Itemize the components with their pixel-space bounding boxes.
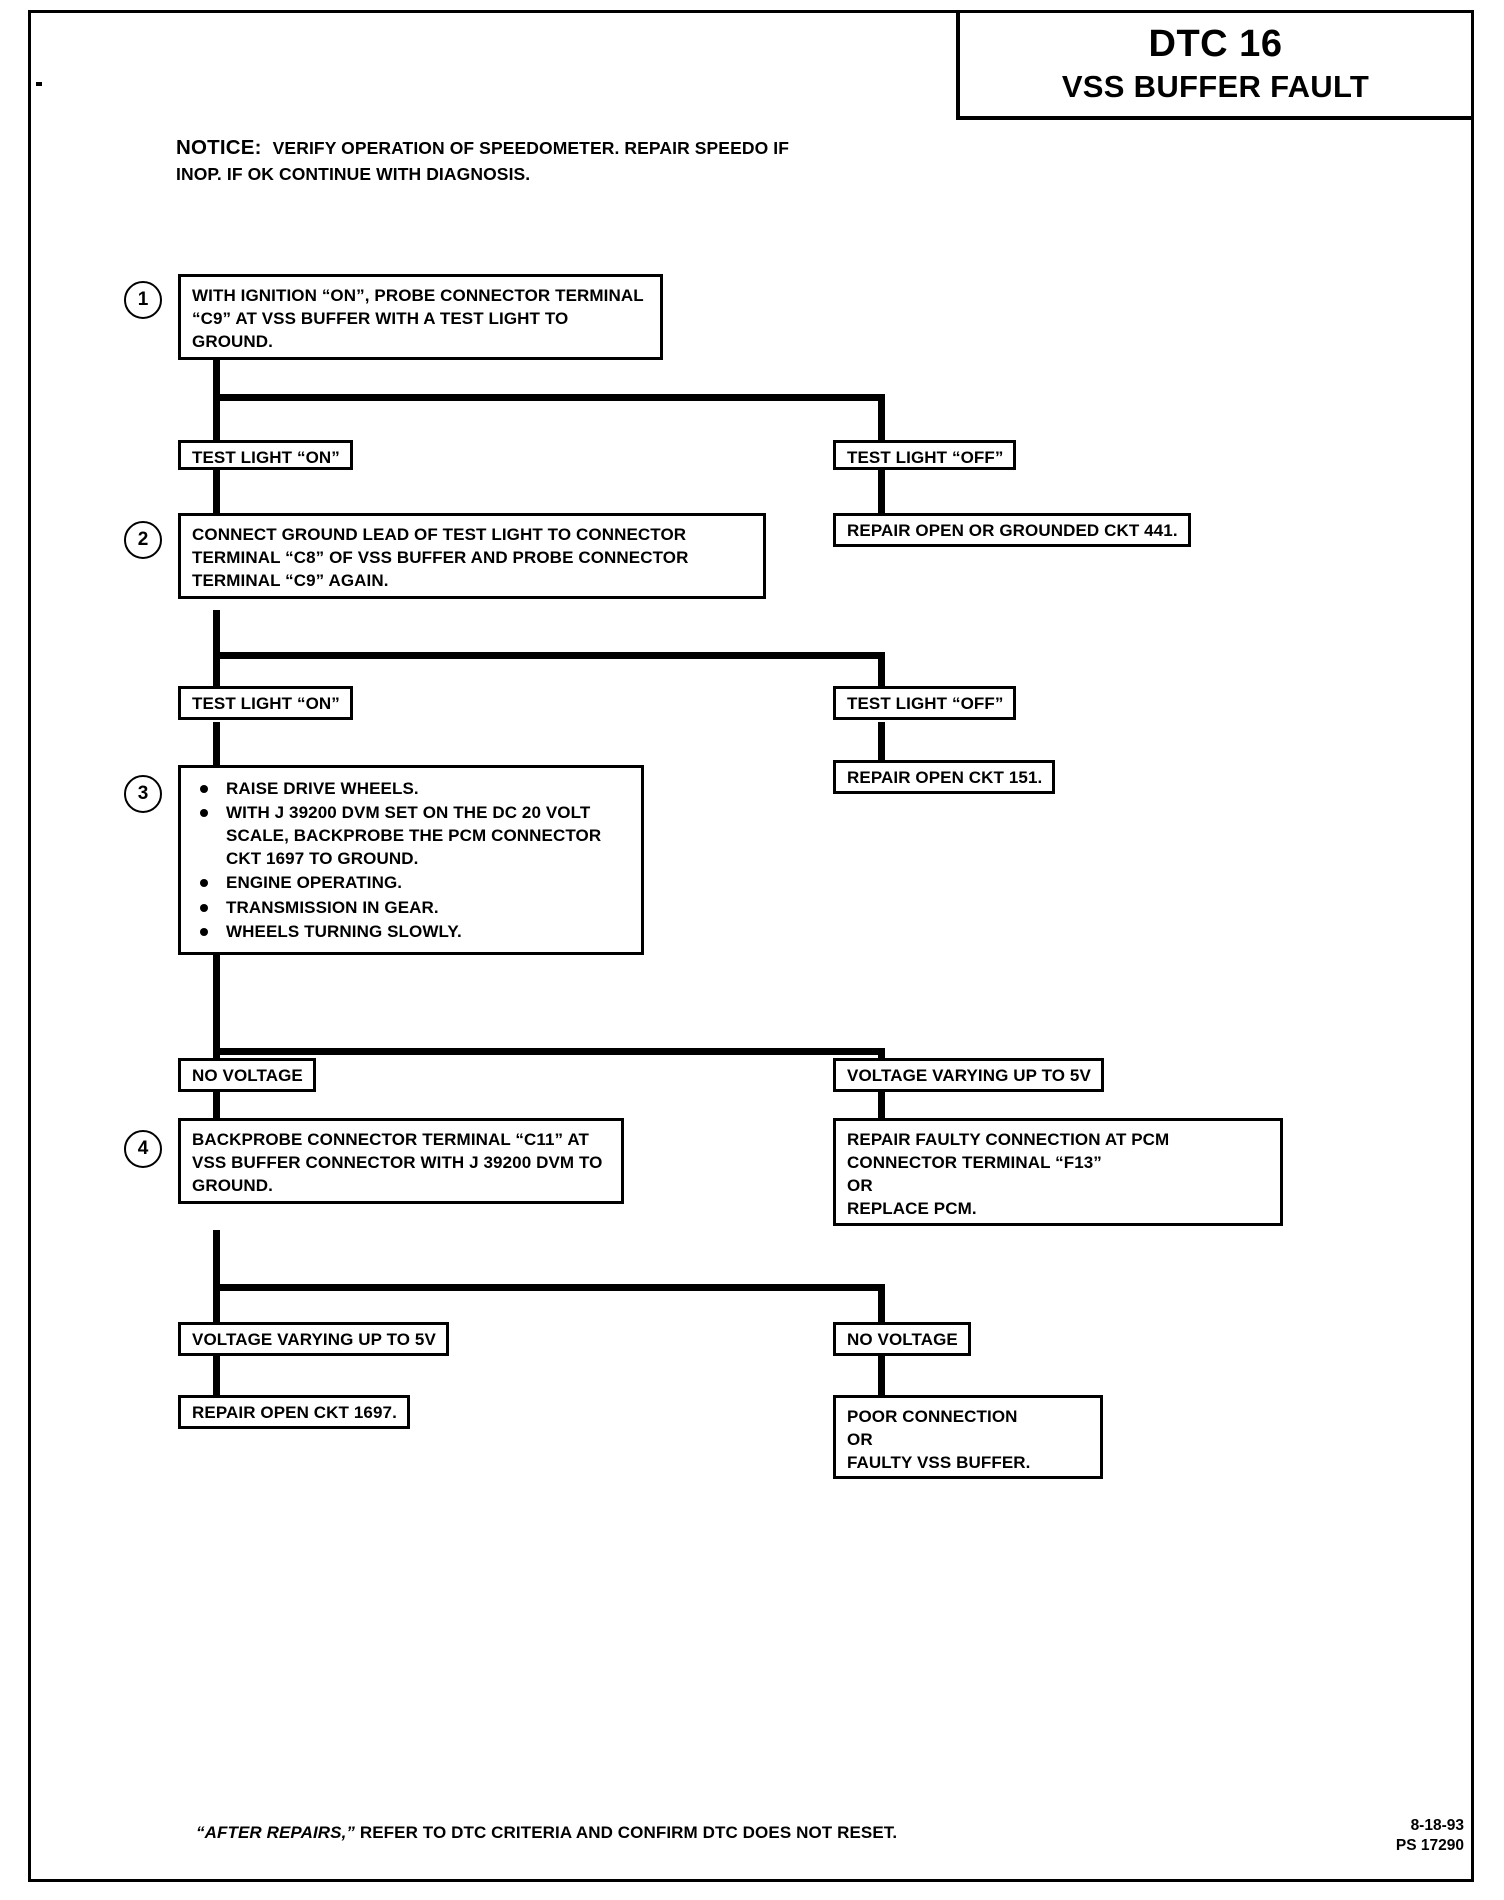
- list-item: ENGINE OPERATING.: [192, 871, 631, 894]
- list-item: TRANSMISSION IN GEAR.: [192, 896, 631, 919]
- connector-line: [213, 610, 220, 720]
- connector-line: [213, 1090, 220, 1122]
- connector-line: [878, 394, 885, 446]
- connector-line: [213, 360, 220, 460]
- step-3-bullet-4: WHEELS TURNING SLOWLY.: [226, 921, 462, 941]
- footer-doc-id: PS 17290: [1395, 1837, 1464, 1855]
- branch-3-left-label: NO VOLTAGE: [178, 1058, 316, 1092]
- step-number-3-label: 3: [137, 783, 149, 804]
- footer-note: “AFTER REPAIRS,” REFER TO DTC CRITERIA A…: [196, 1823, 897, 1843]
- notice-block: NOTICE: VERIFY OPERATION OF SPEEDOMETER.…: [176, 133, 796, 187]
- footer-date: 8-18-93: [1410, 1817, 1464, 1834]
- repair-ckt-1697-box: REPAIR OPEN CKT 1697.: [178, 1395, 410, 1429]
- step-number-2: 2: [124, 521, 162, 559]
- connector-line: [878, 1090, 885, 1122]
- footer-rest: REFER TO DTC CRITERIA AND CONFIRM DTC DO…: [355, 1823, 898, 1842]
- connector-line: [213, 1284, 885, 1291]
- step-3-bullet-2: ENGINE OPERATING.: [226, 873, 403, 893]
- connector-line: [213, 652, 885, 659]
- page-border: [28, 10, 1474, 1882]
- repair-pcm-line-0: REPAIR FAULTY CONNECTION AT PCM: [847, 1130, 1170, 1149]
- repair-ckt-151-text: REPAIR OPEN CKT 151.: [847, 768, 1043, 787]
- list-item: WHEELS TURNING SLOWLY.: [192, 920, 631, 943]
- step-3-bullet-3: TRANSMISSION IN GEAR.: [226, 897, 439, 917]
- dtc-code: DTC 16: [1148, 23, 1283, 66]
- branch-3-right-label-text: VOLTAGE VARYING UP TO 5V: [847, 1066, 1091, 1085]
- poor-connection-box: POOR CONNECTION OR FAULTY VSS BUFFER.: [833, 1395, 1103, 1479]
- branch-4-left-label: VOLTAGE VARYING UP TO 5V: [178, 1322, 449, 1356]
- scan-speck: [36, 82, 42, 86]
- branch-2-right-label: TEST LIGHT “OFF”: [833, 686, 1017, 720]
- branch-4-right-label-text: NO VOLTAGE: [847, 1330, 958, 1349]
- branch-2-right-label-text: TEST LIGHT “OFF”: [847, 694, 1004, 713]
- list-item: WITH J 39200 DVM SET ON THE DC 20 VOLT S…: [192, 801, 631, 870]
- step-number-1-label: 1: [137, 289, 149, 310]
- list-item: RAISE DRIVE WHEELS.: [192, 777, 631, 800]
- step-1-text: WITH IGNITION “ON”, PROBE CONNECTOR TERM…: [192, 286, 644, 352]
- repair-pcm-line-2: OR: [847, 1176, 873, 1196]
- connector-line: [878, 722, 885, 764]
- step-number-1: 1: [124, 281, 162, 319]
- step-1-box: WITH IGNITION “ON”, PROBE CONNECTOR TERM…: [178, 274, 663, 360]
- step-4-box: BACKPROBE CONNECTOR TERMINAL “C11” AT VS…: [178, 1118, 624, 1204]
- connector-line: [878, 1355, 885, 1400]
- connector-line: [213, 1048, 885, 1055]
- poor-connection-line-0: POOR CONNECTION: [847, 1407, 1018, 1426]
- poor-connection-line-2: FAULTY VSS BUFFER.: [847, 1453, 1031, 1473]
- step-number-2-label: 2: [137, 529, 149, 550]
- step-3-bullet-list: RAISE DRIVE WHEELS. WITH J 39200 DVM SET…: [192, 777, 631, 943]
- branch-2-left-label: TEST LIGHT “ON”: [178, 686, 353, 720]
- step-4-text: BACKPROBE CONNECTOR TERMINAL “C11” AT VS…: [192, 1130, 603, 1196]
- branch-4-left-label-text: VOLTAGE VARYING UP TO 5V: [192, 1330, 436, 1349]
- connector-line: [213, 722, 220, 774]
- notice-label: NOTICE:: [176, 136, 262, 159]
- dtc-title-box: DTC 16 VSS BUFFER FAULT: [956, 10, 1474, 120]
- step-3-bullet-1: WITH J 39200 DVM SET ON THE DC 20 VOLT S…: [226, 803, 602, 869]
- branch-4-right-label: NO VOLTAGE: [833, 1322, 971, 1356]
- repair-pcm-line-3: REPLACE PCM.: [847, 1199, 977, 1219]
- dtc-name: VSS BUFFER FAULT: [1061, 69, 1370, 105]
- step-number-3: 3: [124, 775, 162, 813]
- branch-3-left-label-text: NO VOLTAGE: [192, 1066, 303, 1085]
- footer-after-repairs: “AFTER REPAIRS,”: [196, 1823, 356, 1842]
- footer-document-id: 8-18-93 PS 17290: [1396, 1816, 1464, 1856]
- repair-ckt-151-box: REPAIR OPEN CKT 151.: [833, 760, 1056, 794]
- repair-ckt-441-box: REPAIR OPEN OR GROUNDED CKT 441.: [833, 513, 1191, 547]
- repair-pcm-line-1: CONNECTOR TERMINAL “F13”: [847, 1153, 1102, 1173]
- branch-1-right-label-text: TEST LIGHT “OFF”: [847, 448, 1004, 467]
- branch-2-left-label-text: TEST LIGHT “ON”: [192, 694, 340, 713]
- branch-1-left-label: TEST LIGHT “ON”: [178, 440, 353, 470]
- poor-connection-line-1: OR: [847, 1430, 873, 1450]
- connector-line: [878, 1284, 885, 1336]
- connector-line: [213, 1355, 220, 1400]
- step-2-box: CONNECT GROUND LEAD OF TEST LIGHT TO CON…: [178, 513, 766, 599]
- step-2-text: CONNECT GROUND LEAD OF TEST LIGHT TO CON…: [192, 525, 689, 591]
- connector-line: [213, 394, 885, 401]
- step-3-box: RAISE DRIVE WHEELS. WITH J 39200 DVM SET…: [178, 765, 644, 955]
- connector-line: [878, 652, 885, 702]
- step-3-bullet-0: RAISE DRIVE WHEELS.: [226, 779, 419, 798]
- branch-3-right-label: VOLTAGE VARYING UP TO 5V: [833, 1058, 1104, 1092]
- connector-line: [213, 955, 220, 1085]
- connector-line: [878, 467, 885, 517]
- repair-ckt-441-text: REPAIR OPEN OR GROUNDED CKT 441.: [847, 521, 1178, 540]
- branch-1-right-label: TEST LIGHT “OFF”: [833, 440, 1017, 470]
- repair-pcm-connection-box: REPAIR FAULTY CONNECTION AT PCM CONNECTO…: [833, 1118, 1283, 1226]
- repair-ckt-1697-text: REPAIR OPEN CKT 1697.: [192, 1403, 397, 1422]
- branch-1-left-label-text: TEST LIGHT “ON”: [192, 448, 340, 467]
- step-number-4-label: 4: [137, 1138, 149, 1159]
- connector-line: [213, 467, 220, 522]
- notice-text: VERIFY OPERATION OF SPEEDOMETER. REPAIR …: [176, 138, 790, 185]
- step-number-4: 4: [124, 1130, 162, 1168]
